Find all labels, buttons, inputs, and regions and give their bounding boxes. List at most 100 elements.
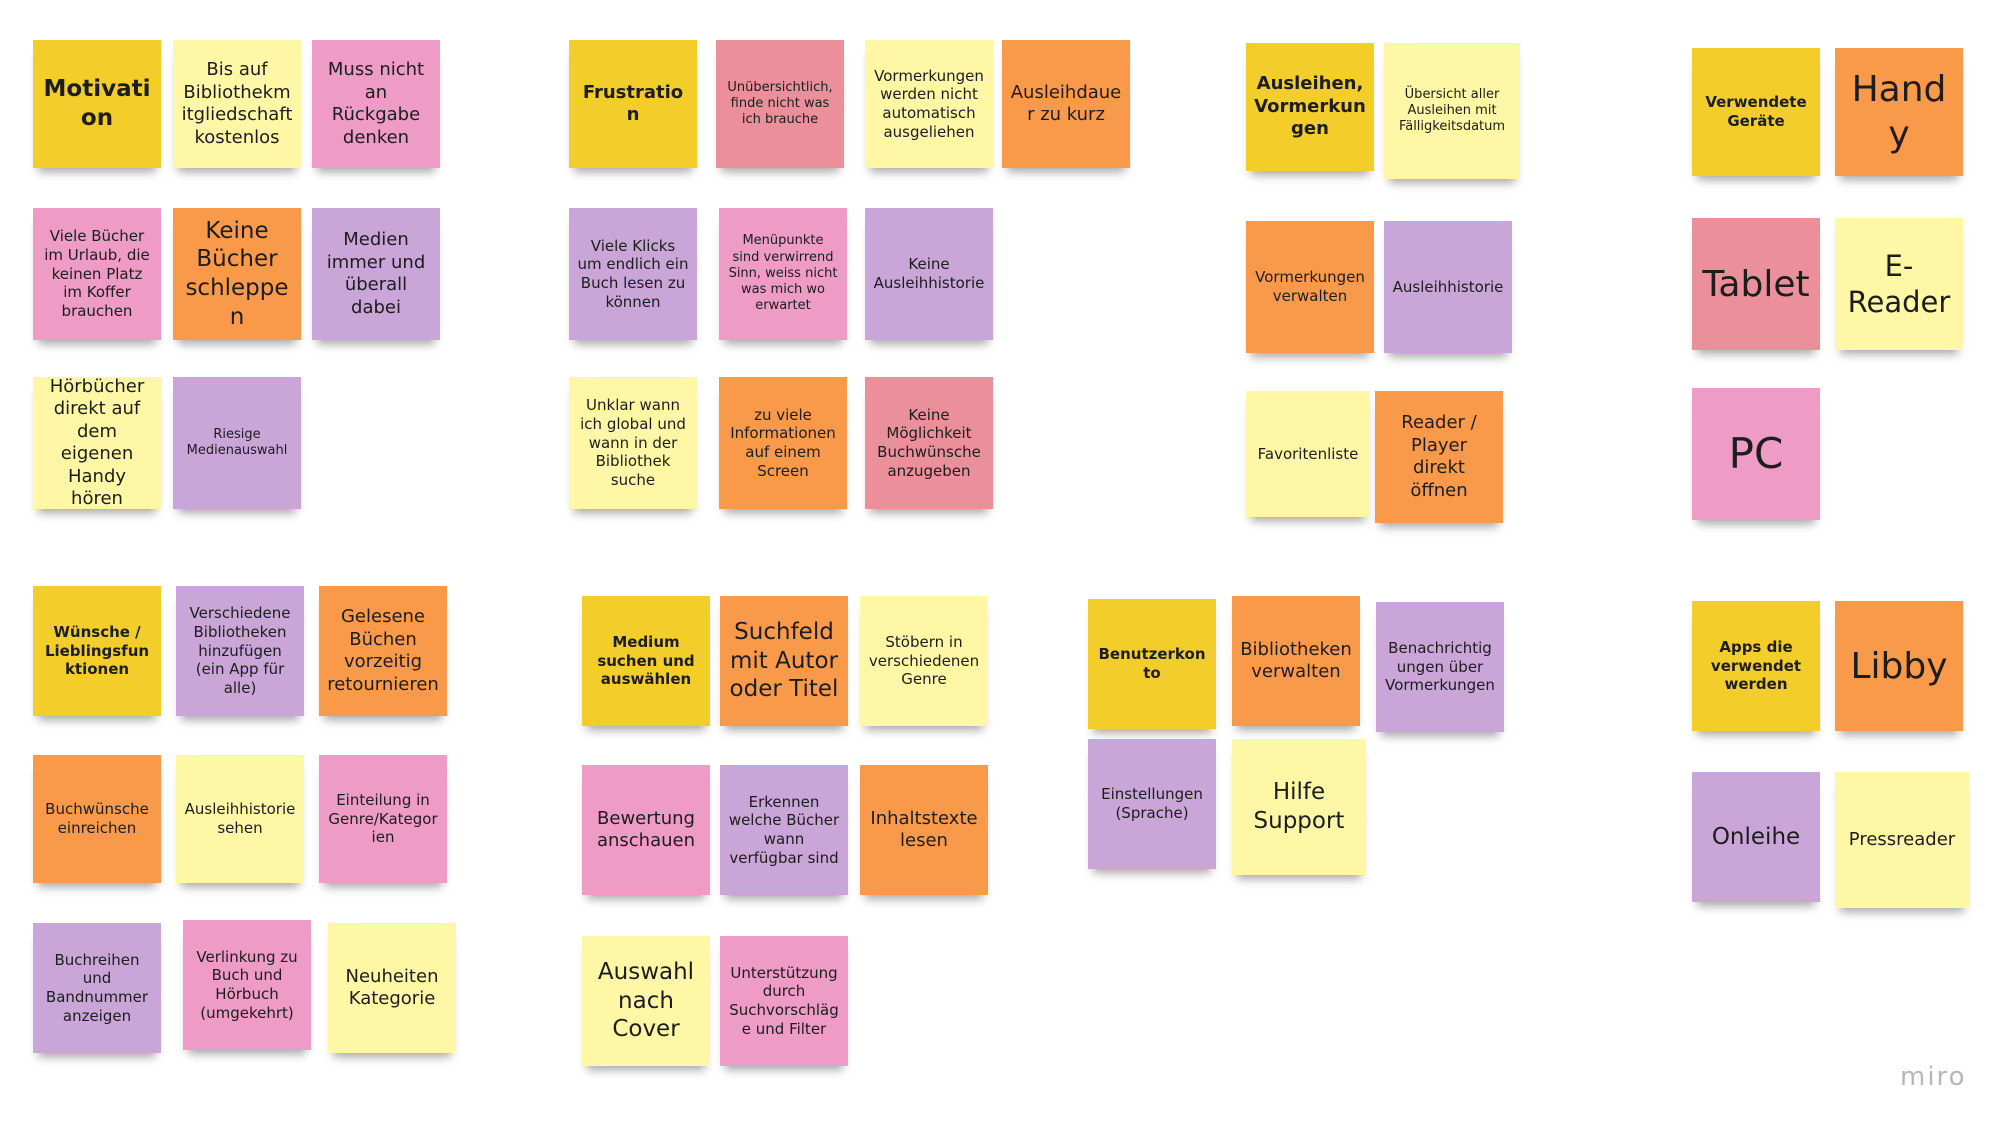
sticky-note-text: Bewertung anschauen xyxy=(596,807,696,852)
sticky-note-text: Apps die verwendet werden xyxy=(1710,637,1802,694)
sticky-note-bis-auf-bibliothekmitgliedschaft-kostenl[interactable]: Bis auf Bibliothekmitgliedschaft kostenl… xyxy=(173,40,301,168)
sticky-note-gelesene-buchen-vorzeitig-retournieren[interactable]: Gelesene Büchen vorzeitig retournieren xyxy=(319,586,447,716)
sticky-note-medium-suchen-und-auswahlen[interactable]: Medium suchen und auswählen xyxy=(582,596,710,726)
sticky-note-benachrichtigungen-uber-vormerkungen[interactable]: Benachrichtigungen über Vormerkungen xyxy=(1376,602,1504,732)
sticky-note-text: Ausleihen, Vormerkungen xyxy=(1254,73,1366,140)
sticky-note-text: Übersicht aller Ausleihen mit Fälligkeit… xyxy=(1398,86,1506,135)
sticky-note-text: Favoritenliste xyxy=(1257,444,1359,463)
sticky-note-text: Medien immer und überall dabei xyxy=(326,229,426,318)
sticky-note-auswahl-nach-cover[interactable]: Auswahl nach Cover xyxy=(582,936,710,1066)
sticky-note-bibliotheken-verwalten[interactable]: Bibliotheken verwalten xyxy=(1232,596,1360,726)
sticky-note-pc[interactable]: PC xyxy=(1692,388,1820,520)
sticky-note-buchreihen-und-bandnummer-anzeigen[interactable]: Buchreihen und Bandnummer anzeigen xyxy=(33,923,161,1053)
sticky-note-riesige-medienauswahl[interactable]: Riesige Medienauswahl xyxy=(173,377,301,509)
miro-logo: miro xyxy=(1900,1062,1967,1092)
sticky-note-text: Hörbücher direkt auf dem eigenen Handy h… xyxy=(49,377,145,509)
sticky-note-text: PC xyxy=(1728,428,1784,478)
sticky-note-text: Viele Klicks um endlich ein Buch lesen z… xyxy=(577,236,689,311)
sticky-note-text: Unklar wann ich global und wann in der B… xyxy=(580,396,686,490)
sticky-note-pressreader[interactable]: Pressreader xyxy=(1835,772,1969,908)
sticky-note-verschiedene-bibliotheken-hinzufugen-ein[interactable]: Verschiedene Bibliotheken hinzufügen (ei… xyxy=(176,586,304,716)
sticky-note-text: E-Reader xyxy=(1847,248,1951,319)
sticky-note-bewertung-anschauen[interactable]: Bewertung anschauen xyxy=(582,765,710,895)
sticky-note-text: Benachrichtigungen über Vormerkungen xyxy=(1385,638,1495,695)
sticky-note-text: Vormerkungen werden nicht automatisch au… xyxy=(874,66,984,141)
sticky-note-unklar-wann-ich-global-und-wann-in-der-b[interactable]: Unklar wann ich global und wann in der B… xyxy=(569,377,697,509)
sticky-note-muss-nicht-an-ruckgabe-denken[interactable]: Muss nicht an Rückgabe denken xyxy=(312,40,440,168)
sticky-note-text: Stöbern in verschiedenen Genre xyxy=(868,632,980,689)
sticky-note-keine-moglichkeit-buchwunsche-anzugeben[interactable]: Keine Möglichkeit Buchwünsche anzugeben xyxy=(865,377,993,509)
sticky-note-medien-immer-und-uberall-dabei[interactable]: Medien immer und überall dabei xyxy=(312,208,440,340)
sticky-note-text: Ausleihhistorie xyxy=(1392,277,1504,296)
sticky-note-text: Unterstützung durch Suchvorschläge und F… xyxy=(729,963,839,1038)
sticky-note-frustration[interactable]: Frustration xyxy=(569,40,697,168)
sticky-note-ubersicht-aller-ausleihen-mit-falligkeit[interactable]: Übersicht aller Ausleihen mit Fälligkeit… xyxy=(1384,43,1520,179)
sticky-note-ausleihhistorie[interactable]: Ausleihhistorie xyxy=(1384,221,1512,353)
sticky-note-text: Bibliotheken verwalten xyxy=(1240,638,1352,683)
sticky-note-onleihe[interactable]: Onleihe xyxy=(1692,772,1820,902)
sticky-note-viele-bucher-im-urlaub-die-keinen-platz-[interactable]: Viele Bücher im Urlaub, die keinen Platz… xyxy=(33,208,161,340)
sticky-note-text: Ausleihhistorie sehen xyxy=(184,800,296,837)
sticky-note-text: Unübersichtlich, finde nicht was ich bra… xyxy=(727,79,833,128)
sticky-note-text: Verschiedene Bibliotheken hinzufügen (ei… xyxy=(189,604,291,698)
sticky-note-zu-viele-informationen-auf-einem-screen[interactable]: zu viele Informationen auf einem Screen xyxy=(719,377,847,509)
sticky-note-text: Verwendete Geräte xyxy=(1705,93,1807,130)
sticky-note-text: Benutzerkonto xyxy=(1098,645,1206,682)
sticky-note-vormerkungen-verwalten[interactable]: Vormerkungen verwalten xyxy=(1246,221,1374,353)
sticky-note-horbucher-direkt-auf-dem-eigenen-handy-h[interactable]: Hörbücher direkt auf dem eigenen Handy h… xyxy=(33,377,161,509)
sticky-note-wunsche-lieblingsfunktionen[interactable]: Wünsche / Lieblingsfunktionen xyxy=(33,586,161,716)
sticky-note-text: Pressreader xyxy=(1848,828,1956,850)
sticky-note-libby[interactable]: Libby xyxy=(1835,601,1963,731)
sticky-note-text: Gelesene Büchen vorzeitig retournieren xyxy=(327,606,439,695)
sticky-note-benutzerkonto[interactable]: Benutzerkonto xyxy=(1088,599,1216,729)
sticky-note-text: Muss nicht an Rückgabe denken xyxy=(327,59,425,148)
sticky-note-neuheiten-kategorie[interactable]: Neuheiten Kategorie xyxy=(328,923,456,1053)
sticky-note-tablet[interactable]: Tablet xyxy=(1692,218,1820,350)
sticky-note-text: Keine Bücher schleppen xyxy=(185,217,289,330)
sticky-note-text: Bis auf Bibliothekmitgliedschaft kostenl… xyxy=(181,59,293,148)
sticky-note-einteilung-in-genre-kategorien[interactable]: Einteilung in Genre/Kategorien xyxy=(319,755,447,883)
sticky-note-text: Onleihe xyxy=(1711,823,1801,850)
sticky-note-verlinkung-zu-buch-und-horbuch-umgekehrt[interactable]: Verlinkung zu Buch und Hörbuch (umgekehr… xyxy=(183,920,311,1050)
sticky-note-text: Handy xyxy=(1851,69,1947,155)
sticky-note-hilfe-support[interactable]: Hilfe Support xyxy=(1232,739,1366,875)
sticky-note-text: Erkennen welche Bücher wann verfügbar si… xyxy=(728,792,840,867)
sticky-note-text: Libby xyxy=(1850,645,1948,687)
sticky-note-text: Suchfeld mit Autor oder Titel xyxy=(729,618,839,703)
sticky-note-favoritenliste[interactable]: Favoritenliste xyxy=(1246,391,1370,517)
sticky-note-inhaltstexte-lesen[interactable]: Inhaltstexte lesen xyxy=(860,765,988,895)
sticky-note-text: Neuheiten Kategorie xyxy=(345,965,439,1010)
sticky-note-unterstutzung-durch-suchvorschlage-und-f[interactable]: Unterstützung durch Suchvorschläge und F… xyxy=(720,936,848,1066)
sticky-note-ausleihen-vormerkungen[interactable]: Ausleihen, Vormerkungen xyxy=(1246,43,1374,171)
sticky-note-reader-player-direkt-offnen[interactable]: Reader / Player direkt öffnen xyxy=(1375,391,1503,523)
sticky-note-text: Tablet xyxy=(1702,263,1810,305)
sticky-note-text: Viele Bücher im Urlaub, die keinen Platz… xyxy=(44,227,150,321)
sticky-note-text: Vormerkungen verwalten xyxy=(1255,268,1365,305)
sticky-note-menupunkte-sind-verwirrend-sinn-weiss-ni[interactable]: Menüpunkte sind verwirrend Sinn, weiss n… xyxy=(719,208,847,340)
sticky-note-erkennen-welche-bucher-wann-verfugbar-si[interactable]: Erkennen welche Bücher wann verfügbar si… xyxy=(720,765,848,895)
sticky-note-text: Ausleihdauer zu kurz xyxy=(1010,81,1122,126)
sticky-note-unubersichtlich-finde-nicht-was-ich-brau[interactable]: Unübersichtlich, finde nicht was ich bra… xyxy=(716,40,844,168)
sticky-note-text: Wünsche / Lieblingsfunktionen xyxy=(44,622,150,679)
sticky-note-keine-ausleihhistorie[interactable]: Keine Ausleihhistorie xyxy=(865,208,993,340)
sticky-note-buchwunsche-einreichen[interactable]: Buchwünsche einreichen xyxy=(33,755,161,883)
sticky-note-text: Buchreihen und Bandnummer anzeigen xyxy=(45,950,149,1025)
sticky-note-einstellungen-sprache[interactable]: Einstellungen (Sprache) xyxy=(1088,739,1216,869)
sticky-note-motivation[interactable]: Motivation xyxy=(33,40,161,168)
sticky-note-text: Frustration xyxy=(582,81,684,126)
sticky-note-verwendete-gerate[interactable]: Verwendete Geräte xyxy=(1692,48,1820,176)
sticky-note-handy[interactable]: Handy xyxy=(1835,48,1963,176)
sticky-note-apps-die-verwendet-werden[interactable]: Apps die verwendet werden xyxy=(1692,601,1820,731)
sticky-note-viele-klicks-um-endlich-ein-buch-lesen-z[interactable]: Viele Klicks um endlich ein Buch lesen z… xyxy=(569,208,697,340)
sticky-note-text: Verlinkung zu Buch und Hörbuch (umgekehr… xyxy=(196,947,298,1022)
sticky-note-suchfeld-mit-autor-oder-titel[interactable]: Suchfeld mit Autor oder Titel xyxy=(720,596,848,726)
sticky-note-e-reader[interactable]: E-Reader xyxy=(1835,218,1963,350)
sticky-note-ausleihhistorie-sehen[interactable]: Ausleihhistorie sehen xyxy=(176,755,304,883)
sticky-note-ausleihdauer-zu-kurz[interactable]: Ausleihdauer zu kurz xyxy=(1002,40,1130,168)
sticky-note-text: zu viele Informationen auf einem Screen xyxy=(730,405,836,480)
sticky-note-vormerkungen-werden-nicht-automatisch-au[interactable]: Vormerkungen werden nicht automatisch au… xyxy=(865,40,993,168)
sticky-note-text: Buchwünsche einreichen xyxy=(45,800,149,837)
sticky-note-stobern-in-verschiedenen-genre[interactable]: Stöbern in verschiedenen Genre xyxy=(860,596,988,726)
sticky-note-keine-bucher-schleppen[interactable]: Keine Bücher schleppen xyxy=(173,208,301,340)
